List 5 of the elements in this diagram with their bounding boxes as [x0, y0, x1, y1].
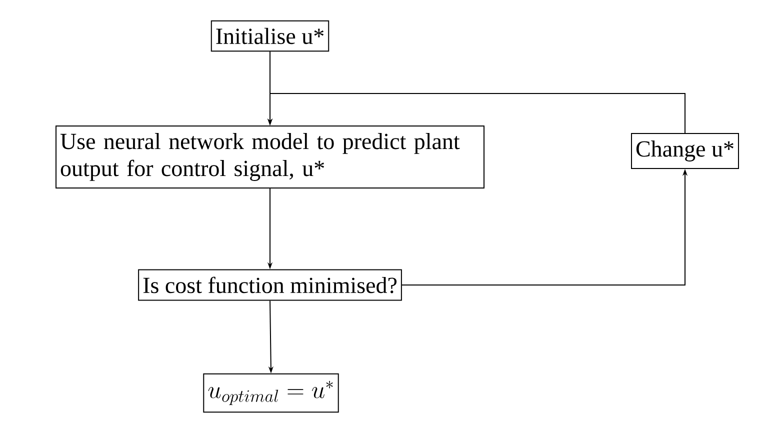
process-box: Is cost function minimised? — [138, 269, 402, 301]
process-box: $u_{optimal} = u^*$ — [203, 373, 339, 413]
process-box: Change u* — [631, 133, 739, 169]
process-box: Use neural network model to predict plant output for control signal, u* — [56, 126, 484, 188]
process-box: Initialise u* — [210, 20, 330, 52]
